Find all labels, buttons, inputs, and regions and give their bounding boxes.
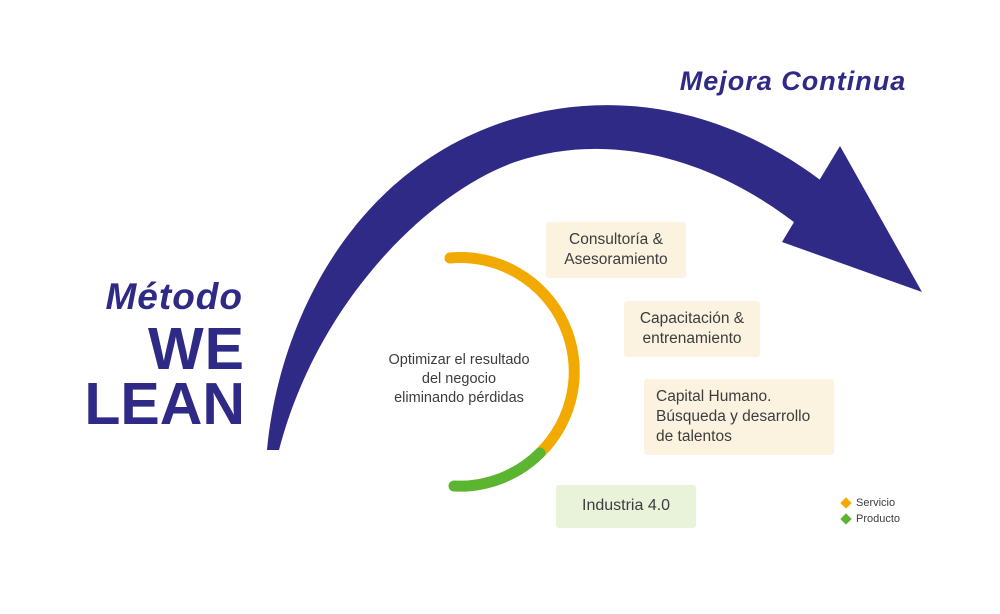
box-consultoria-asesoramiento: Consultoría & Asesoramiento	[546, 222, 686, 279]
box-industria-4-0: Industria 4.0	[556, 485, 697, 528]
legend-producto-label: Producto	[856, 513, 901, 525]
brand-we: WE	[147, 316, 245, 382]
brand-metodo: Método	[105, 276, 243, 317]
servicio-diamond-icon	[840, 497, 852, 509]
legend: Servicio Producto	[840, 497, 901, 529]
brand-block: Método WE LEAN	[50, 276, 245, 438]
box-capacitacion-line1: Capacitación &	[639, 310, 745, 327]
box-consultoria-line2: Asesoramiento	[564, 251, 668, 269]
legend-row-servicio: Servicio	[840, 497, 900, 509]
brand-lean: LEAN	[84, 371, 245, 438]
center-text-line2: del negocio	[421, 371, 497, 388]
box-consultoria-line1: Consultoría &	[569, 231, 663, 248]
box-industria-line1: Industria 4.0	[582, 497, 671, 514]
center-text-line3: eliminando pérdidas	[394, 390, 524, 407]
legend-row-producto: Producto	[840, 513, 901, 525]
continuous-improvement-arrow-shaft	[267, 105, 838, 451]
circle-center-text: Optimizar el resultado del negocio elimi…	[363, 351, 555, 408]
producto-arc	[448, 447, 546, 492]
servicio-arc	[444, 252, 580, 459]
producto-diamond-icon	[840, 513, 852, 525]
legend-servicio-label: Servicio	[856, 497, 896, 509]
box-capacitacion-entrenamiento: Capacitación & entrenamiento	[624, 301, 760, 358]
box-capital-line3: de talentos	[656, 428, 732, 446]
tagline-mejora-continua: Mejora Continua	[679, 66, 907, 96]
center-text-line1: Optimizar el resultado	[388, 352, 530, 368]
box-capital-line2: Búsqueda y desarrollo	[656, 408, 811, 426]
continuous-improvement-arrow-head	[782, 146, 922, 292]
box-capital-line1: Capital Humano.	[656, 388, 772, 405]
box-capital-humano: Capital Humano. Búsqueda y desarrollo de…	[644, 379, 834, 456]
box-capacitacion-line2: entrenamiento	[642, 330, 742, 348]
